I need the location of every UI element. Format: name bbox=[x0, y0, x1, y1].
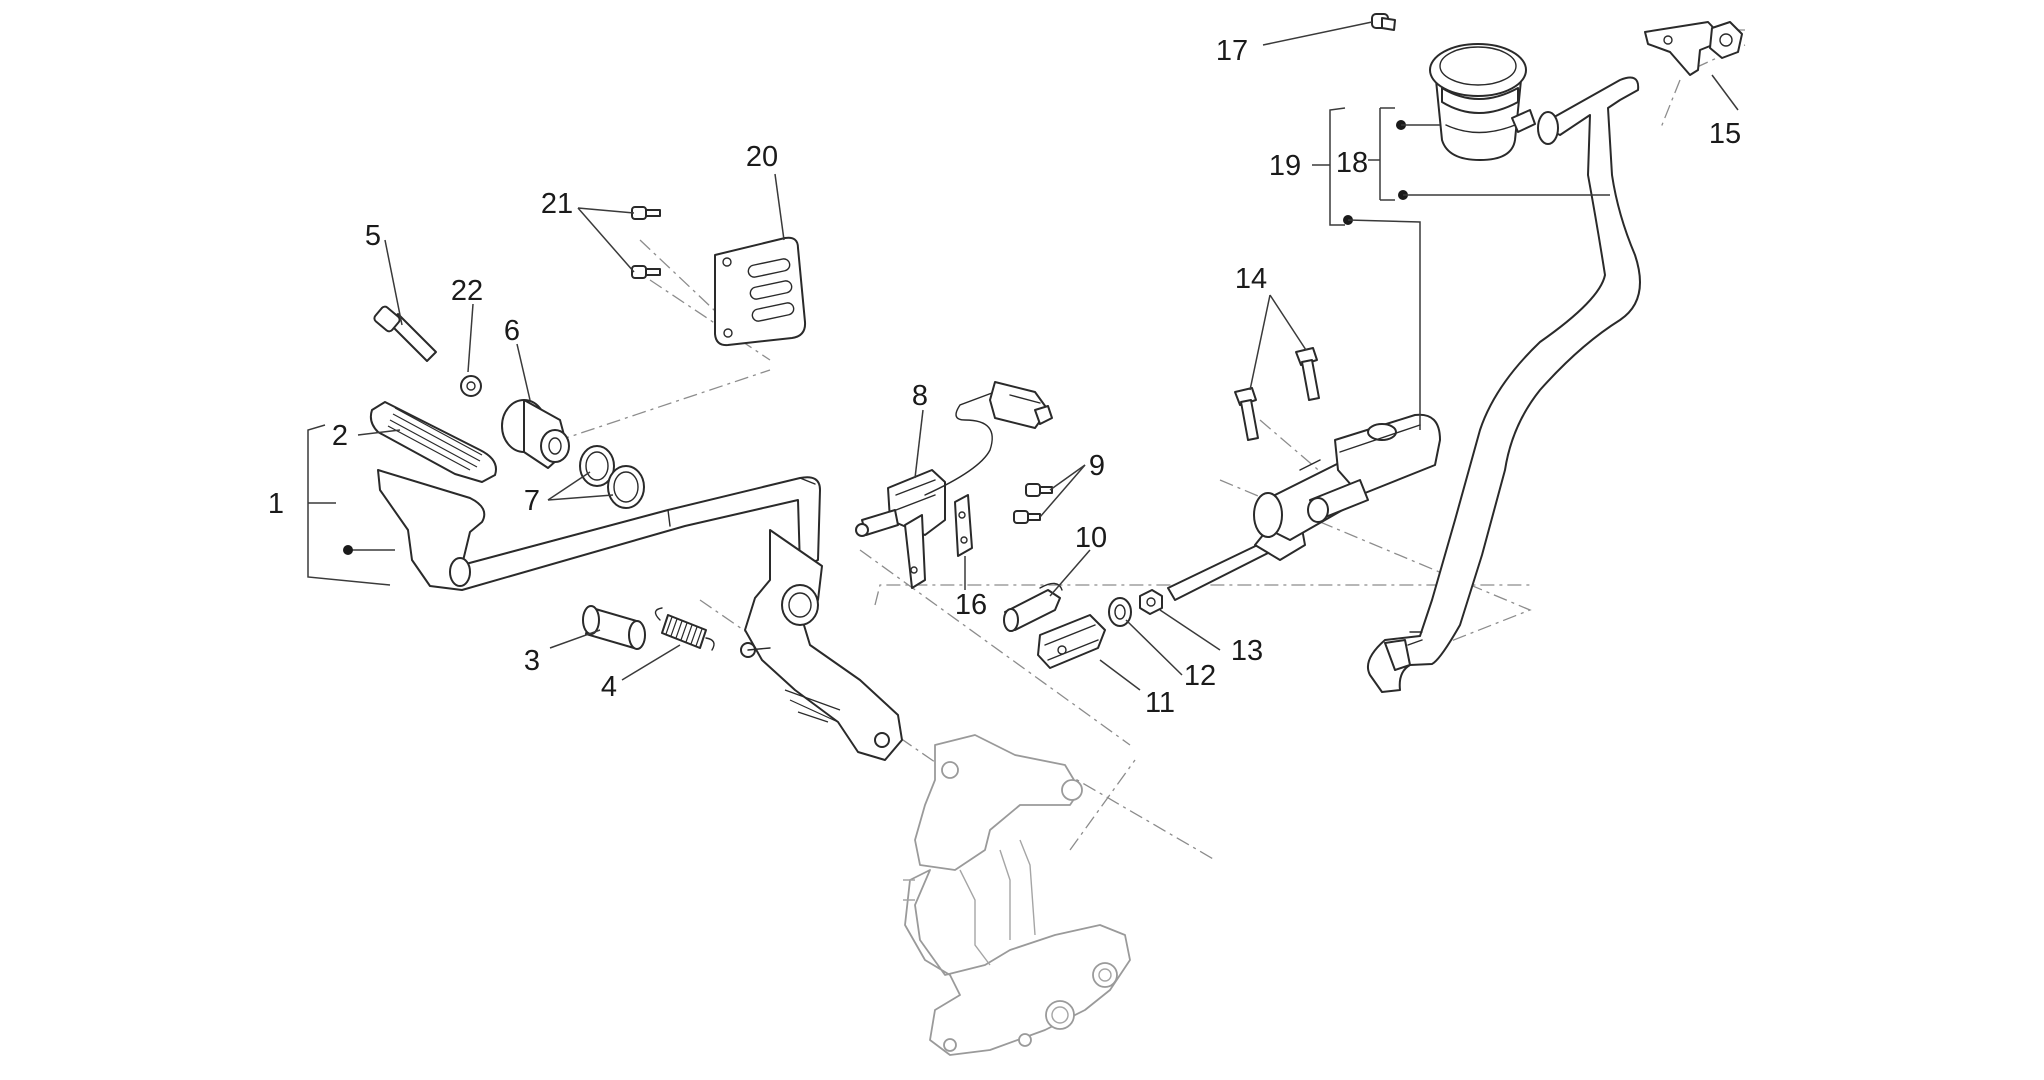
callout-17: 17 bbox=[1216, 35, 1248, 67]
callout-7: 7 bbox=[524, 485, 540, 517]
switch-screw-lower bbox=[1013, 510, 1041, 524]
callout-21: 21 bbox=[541, 188, 573, 220]
plate-screw-lower bbox=[631, 265, 661, 279]
group-bracket-1 bbox=[307, 424, 395, 586]
callout-3: 3 bbox=[524, 645, 540, 677]
callout-13: 13 bbox=[1231, 635, 1263, 667]
callout-18: 18 bbox=[1336, 147, 1368, 179]
callout-12: 12 bbox=[1184, 660, 1216, 692]
callout-8: 8 bbox=[912, 380, 928, 412]
callout-5: 5 bbox=[365, 220, 381, 252]
brake-pedal-lever bbox=[377, 469, 903, 761]
callout-16: 16 bbox=[955, 589, 987, 621]
reservoir-cap-screw bbox=[1371, 13, 1396, 31]
lock-washer bbox=[1108, 597, 1132, 627]
callout-9: 9 bbox=[1089, 450, 1105, 482]
pivot-bolt bbox=[373, 305, 437, 362]
pivot-bushing bbox=[501, 399, 570, 469]
assembly-centerlines bbox=[529, 29, 1746, 861]
clevis-pin bbox=[1003, 582, 1063, 632]
group-bracket-18 bbox=[1368, 107, 1610, 201]
callout-labels: 1 2 3 4 5 6 7 8 9 10 11 12 13 14 15 16 1… bbox=[268, 35, 1741, 719]
footrest-bracket-reference bbox=[903, 734, 1131, 1056]
reservoir-mount-bracket bbox=[1644, 21, 1743, 76]
callout-6: 6 bbox=[504, 315, 520, 347]
switch-screw-upper bbox=[1025, 483, 1053, 497]
callout-14: 14 bbox=[1235, 263, 1267, 295]
clevis-fork bbox=[1037, 614, 1106, 669]
brake-light-switch bbox=[855, 381, 1053, 537]
leader-lines bbox=[357, 21, 1739, 691]
plate-screw-upper bbox=[631, 206, 661, 220]
pedal-sleeve bbox=[582, 605, 646, 650]
callout-4: 4 bbox=[601, 671, 617, 703]
brake-pedal-rubber bbox=[369, 401, 497, 483]
rear-brake-master-cylinder bbox=[1167, 413, 1441, 601]
brake-hose bbox=[1366, 76, 1641, 693]
callout-10: 10 bbox=[1075, 522, 1107, 554]
brake-fluid-reservoir bbox=[1429, 43, 1536, 161]
callout-2: 2 bbox=[332, 420, 348, 452]
callout-11: 11 bbox=[1145, 687, 1175, 719]
master-cylinder-bolt-left bbox=[1234, 387, 1259, 441]
group-bracket-19 bbox=[1312, 107, 1421, 430]
callout-15: 15 bbox=[1709, 118, 1741, 150]
heel-guard-plate bbox=[714, 236, 807, 347]
o-ring-pair bbox=[579, 445, 645, 509]
callout-20: 20 bbox=[746, 141, 778, 173]
return-spring bbox=[654, 607, 715, 651]
switch-mounting-bracket bbox=[954, 494, 973, 557]
hex-nut bbox=[1139, 589, 1163, 615]
callout-22: 22 bbox=[451, 275, 483, 307]
washer bbox=[460, 375, 482, 397]
callout-1: 1 bbox=[268, 488, 284, 520]
switch-bracket bbox=[904, 514, 926, 589]
master-cylinder-bolt-right bbox=[1295, 347, 1320, 401]
callout-19: 19 bbox=[1269, 150, 1301, 182]
